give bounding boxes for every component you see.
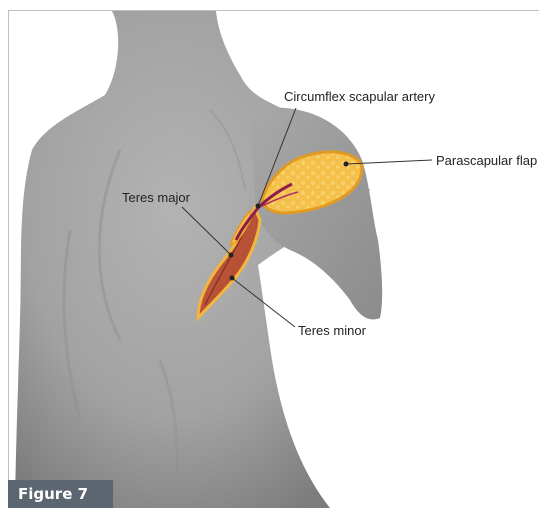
- arm: [250, 107, 382, 319]
- figure-number-badge: Figure 7: [8, 480, 113, 508]
- leader-dot-parascapular: [344, 162, 349, 167]
- label-teres-minor: Teres minor: [298, 323, 366, 338]
- label-circumflex-scapular-artery: Circumflex scapular artery: [284, 89, 435, 104]
- leader-dot-teres-minor: [230, 276, 235, 281]
- leader-dot-circumflex: [256, 204, 261, 209]
- leader-dot-teres-major: [229, 253, 234, 258]
- label-parascapular-flap: Parascapular flap: [436, 153, 537, 168]
- label-teres-major: Teres major: [122, 190, 190, 205]
